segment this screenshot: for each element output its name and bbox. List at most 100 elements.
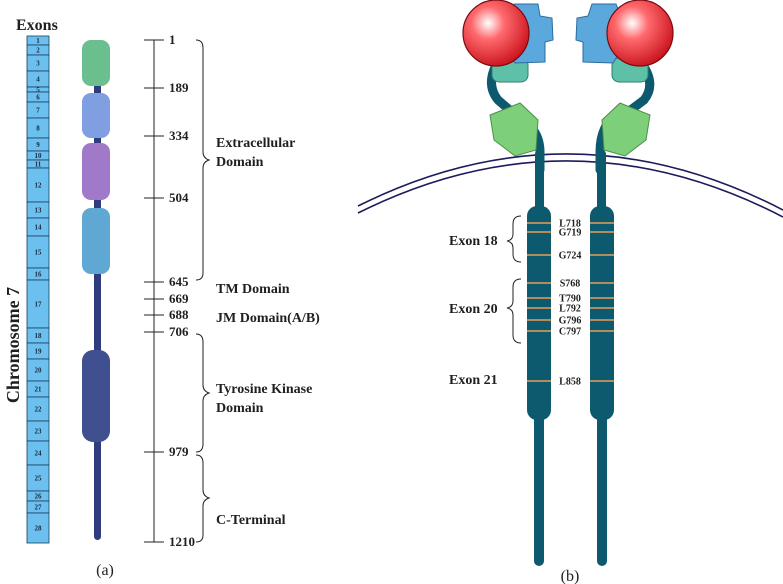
tail-right — [597, 410, 607, 566]
exon-21-label: Exon 21 — [449, 373, 498, 388]
exon-number: 3 — [36, 60, 40, 68]
domain-label-extracellular: Extracellular Domain — [216, 136, 295, 170]
svg-text:Domain: Domain — [216, 401, 264, 416]
exons-header: Exons — [16, 17, 58, 34]
mutation-band-g719-right — [590, 231, 614, 233]
exon-20: 20 — [26, 358, 50, 382]
svg-text:Tyrosine Kinase: Tyrosine Kinase — [216, 382, 312, 397]
exon-number: 14 — [35, 224, 43, 232]
mutation-band-s768-left — [527, 282, 551, 284]
exon-9: 9 — [26, 137, 50, 152]
position-label: 1 — [169, 32, 176, 47]
exon-number: 9 — [36, 141, 40, 149]
mutation-band-l792-right — [590, 307, 614, 309]
domain-segment-green — [82, 40, 110, 86]
ligand-right — [606, 0, 674, 67]
mutation-label-l792: L792 — [559, 304, 581, 315]
exon-21: 21 — [26, 380, 50, 398]
exon-19: 19 — [26, 342, 50, 360]
position-label: 504 — [169, 190, 189, 205]
domain-label-tm: TM Domain — [216, 282, 290, 297]
domain-segment-blue — [82, 208, 110, 274]
mutation-label-s768: S768 — [560, 279, 581, 290]
exon-number: 8 — [36, 125, 40, 133]
exon-15: 15 — [26, 235, 50, 269]
mutation-band-l718-right — [590, 222, 614, 224]
mutation-band-c797-left — [527, 330, 551, 332]
mutation-band-l792-left — [527, 307, 551, 309]
kinase-domain-segment — [82, 350, 110, 442]
mutation-label-l858: L858 — [559, 377, 581, 388]
svg-text:Extracellular: Extracellular — [216, 136, 295, 151]
chromosome-label: Chromosome 7 — [3, 287, 23, 403]
exon-25: 25 — [26, 464, 50, 492]
tail-left — [534, 410, 544, 566]
mutation-label-l718: L718 — [559, 219, 581, 230]
exon-number: 18 — [35, 332, 43, 340]
exon-8: 8 — [26, 117, 50, 139]
position-label: 979 — [169, 444, 189, 459]
exon-number: 27 — [35, 504, 43, 512]
exon-14: 14 — [26, 217, 50, 237]
exon-number: 7 — [36, 107, 40, 115]
exon-7: 7 — [26, 101, 50, 119]
mutation-band-g796-left — [527, 319, 551, 321]
mutation-band-l858-left — [527, 380, 551, 382]
exon-2: 2 — [26, 44, 50, 56]
exon-number: 10 — [35, 152, 43, 160]
position-label: 669 — [169, 291, 189, 306]
position-tick-688: 688 — [144, 307, 189, 322]
mutation-label-c797: C797 — [559, 327, 581, 338]
panel-b: Exon 18 Exon 20 Exon 21 L718G719G724S768… — [357, 0, 783, 584]
exon-17: 17 — [26, 279, 50, 329]
exon-number: 13 — [35, 207, 43, 215]
mutation-band-t790-right — [590, 297, 614, 299]
caption-b: (b) — [561, 568, 580, 584]
exon-27: 27 — [26, 500, 50, 514]
exon-22: 22 — [26, 396, 50, 422]
exon-number: 26 — [35, 493, 43, 501]
domain-label-kinase: Tyrosine Kinase Domain — [216, 382, 312, 416]
exon-number: 6 — [36, 94, 40, 102]
position-label: 688 — [169, 307, 189, 322]
mutation-band-l718-left — [527, 222, 551, 224]
receptor-domain-green-left — [489, 102, 539, 157]
position-tick-504: 504 — [144, 190, 189, 205]
exon-20-bracket — [506, 278, 522, 344]
position-label: 189 — [169, 80, 189, 95]
mutation-band-g719-left — [527, 231, 551, 233]
exon-number: 16 — [35, 271, 43, 279]
position-tick-1210: 1210 — [144, 534, 195, 549]
mutation-bands — [527, 222, 614, 382]
exon-number: 23 — [35, 428, 43, 436]
exon-13: 13 — [26, 201, 50, 219]
mutation-band-g724-left — [527, 254, 551, 256]
domain-segment-periwinkle — [82, 93, 110, 138]
kinase-rod-left — [527, 206, 551, 420]
mutation-label-t790: T790 — [559, 294, 581, 305]
exon-10: 10 — [26, 150, 50, 161]
exon-18-label: Exon 18 — [449, 234, 498, 249]
position-tick-979: 979 — [144, 444, 189, 459]
mutation-band-t790-left — [527, 297, 551, 299]
exon-number: 5 — [36, 86, 40, 94]
exon-12: 12 — [26, 167, 50, 203]
kinase-brace — [195, 333, 211, 453]
extracellular-brace — [195, 39, 211, 281]
position-label: 645 — [169, 274, 189, 289]
position-tick-334: 334 — [144, 128, 189, 143]
exon-number: 20 — [35, 367, 43, 375]
exon-24: 24 — [26, 440, 50, 466]
position-tick-189: 189 — [144, 80, 189, 95]
domain-label-c-terminal: C-Terminal — [216, 513, 286, 528]
mutation-band-l858-right — [590, 380, 614, 382]
exon-column: 1234567891011121314151617181920212223242… — [26, 35, 50, 544]
exon-number: 2 — [36, 47, 40, 55]
exon-20-label: Exon 20 — [449, 302, 498, 317]
kinase-rod-right — [590, 206, 614, 420]
svg-text:Domain: Domain — [216, 155, 264, 170]
ligand-left — [462, 0, 530, 67]
membrane-outer — [357, 153, 783, 211]
receptor-domain-green-right — [601, 102, 651, 157]
